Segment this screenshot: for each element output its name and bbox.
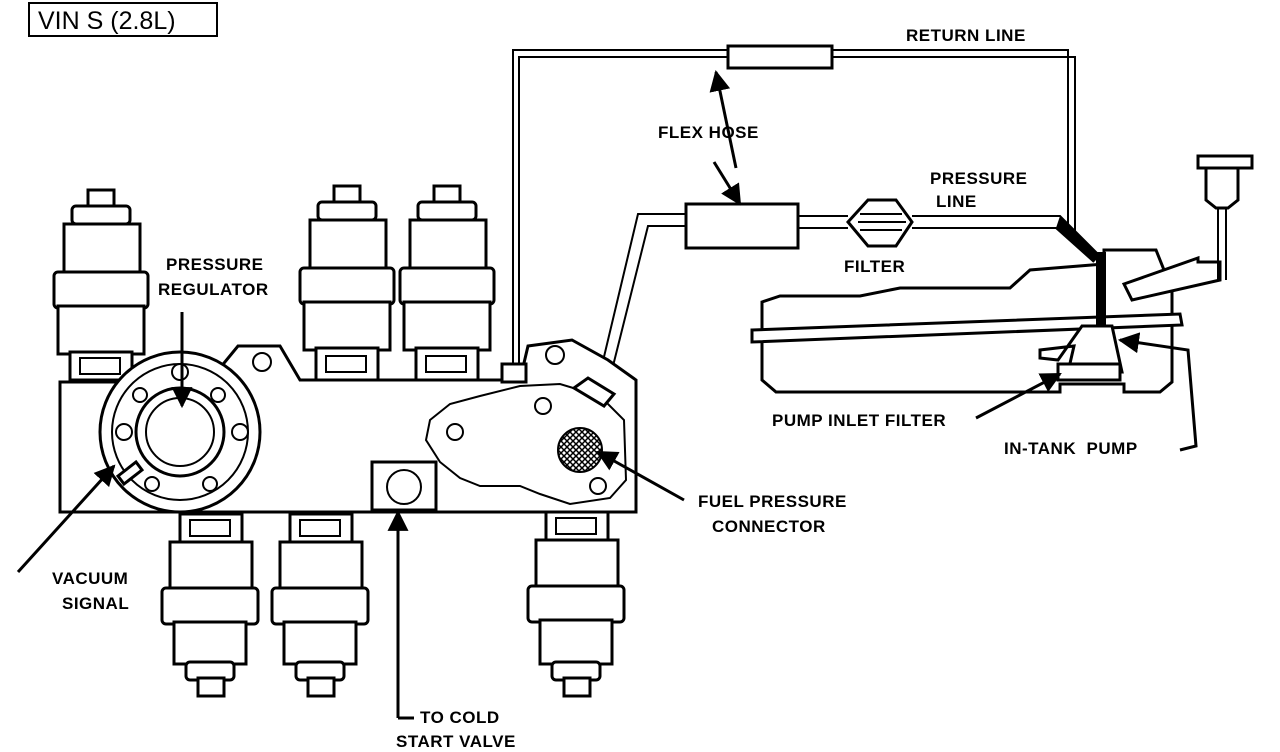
pressure-regulator-label-2: REGULATOR [158,280,269,299]
flex-hose-label: FLEX HOSE [658,123,759,142]
fuel-pressure-connector-label-1: FUEL PRESSURE [698,492,847,511]
return-line-label: RETURN LINE [906,26,1026,45]
injector-top-3 [398,184,496,382]
fuel-pressure-connector-label-2: CONNECTOR [712,517,826,536]
vacuum-signal-label-1: VACUUM [52,569,128,588]
pressure-line-label-2: LINE [936,192,977,211]
pressure-line [597,198,1101,387]
injector-top-2 [298,184,396,382]
cold-start-valve-label-2: START VALVE [396,732,516,751]
injector-bottom-1 [160,512,260,698]
pressure-regulator-label-1: PRESSURE [166,255,264,274]
injector-top-1 [52,188,150,382]
return-line [512,44,1076,368]
injector-bottom-2 [270,512,370,698]
diagram-title: VIN S (2.8L) [38,7,176,35]
labels: RETURN LINE FLEX HOSE PRESSURE LINE FILT… [52,26,1138,751]
pressure-regulator [98,350,262,514]
in-tank-pump-label: IN-TANK PUMP [1004,439,1138,458]
cold-start-valve-label-1: TO COLD [420,708,500,727]
injector-bottom-3 [526,510,626,698]
fuel-tank [750,154,1254,394]
filter-label: FILTER [844,257,905,276]
vacuum-signal-label-2: SIGNAL [62,594,129,613]
title-box: VIN S (2.8L) [28,2,218,37]
pump-inlet-filter-label: PUMP INLET FILTER [772,411,946,430]
pressure-line-label-1: PRESSURE [930,169,1028,188]
leader-arrows [16,69,1198,720]
